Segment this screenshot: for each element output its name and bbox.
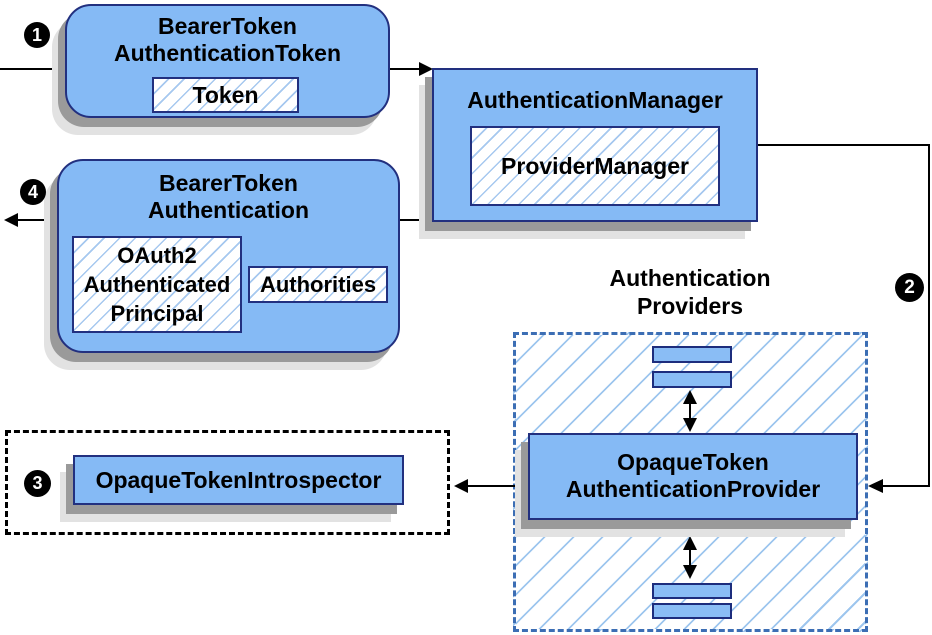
flow-arrow-authentication-out bbox=[4, 213, 57, 227]
opaque-token-introspector-node: OpaqueTokenIntrospector bbox=[73, 455, 404, 505]
provider-placeholder-rect bbox=[652, 371, 732, 388]
bearer-token-authentication-token-node: BearerToken AuthenticationToken bbox=[65, 4, 390, 118]
opaque-token-introspector-title: OpaqueTokenIntrospector bbox=[95, 466, 382, 493]
provider-placeholder-rect bbox=[652, 583, 732, 599]
provider-manager-label: ProviderManager bbox=[501, 152, 689, 179]
step-4-badge: 4 bbox=[20, 179, 46, 205]
authorities-node: Authorities bbox=[248, 266, 388, 303]
step-3-badge: 3 bbox=[24, 470, 51, 497]
opaque-token-authentication-provider-node: OpaqueToken AuthenticationProvider bbox=[528, 433, 858, 520]
oauth2-authenticated-principal-label: OAuth2 Authenticated Principal bbox=[83, 243, 231, 326]
opaque-token-authentication-provider-title: OpaqueToken AuthenticationProvider bbox=[565, 449, 821, 502]
provider-placeholder-rect bbox=[652, 603, 732, 619]
authorities-label: Authorities bbox=[259, 271, 377, 297]
token-label: Token bbox=[192, 81, 259, 108]
step-2-badge: 2 bbox=[895, 273, 924, 302]
bearer-token-authentication-token-title: BearerToken AuthenticationToken bbox=[113, 13, 341, 66]
provider-placeholder-rect bbox=[652, 346, 732, 363]
authentication-providers-label: Authentication Providers bbox=[609, 265, 771, 319]
oauth2-authenticated-principal-node: OAuth2 Authenticated Principal bbox=[72, 236, 242, 333]
authentication-manager-title: AuthenticationManager bbox=[467, 87, 723, 113]
provider-manager-node: ProviderManager bbox=[470, 126, 720, 206]
flow-arrow-token-to-manager bbox=[390, 62, 433, 76]
token-node: Token bbox=[152, 77, 299, 113]
step-1-badge: 1 bbox=[24, 22, 50, 48]
bearer-token-authentication-title: BearerToken Authentication bbox=[148, 170, 309, 223]
